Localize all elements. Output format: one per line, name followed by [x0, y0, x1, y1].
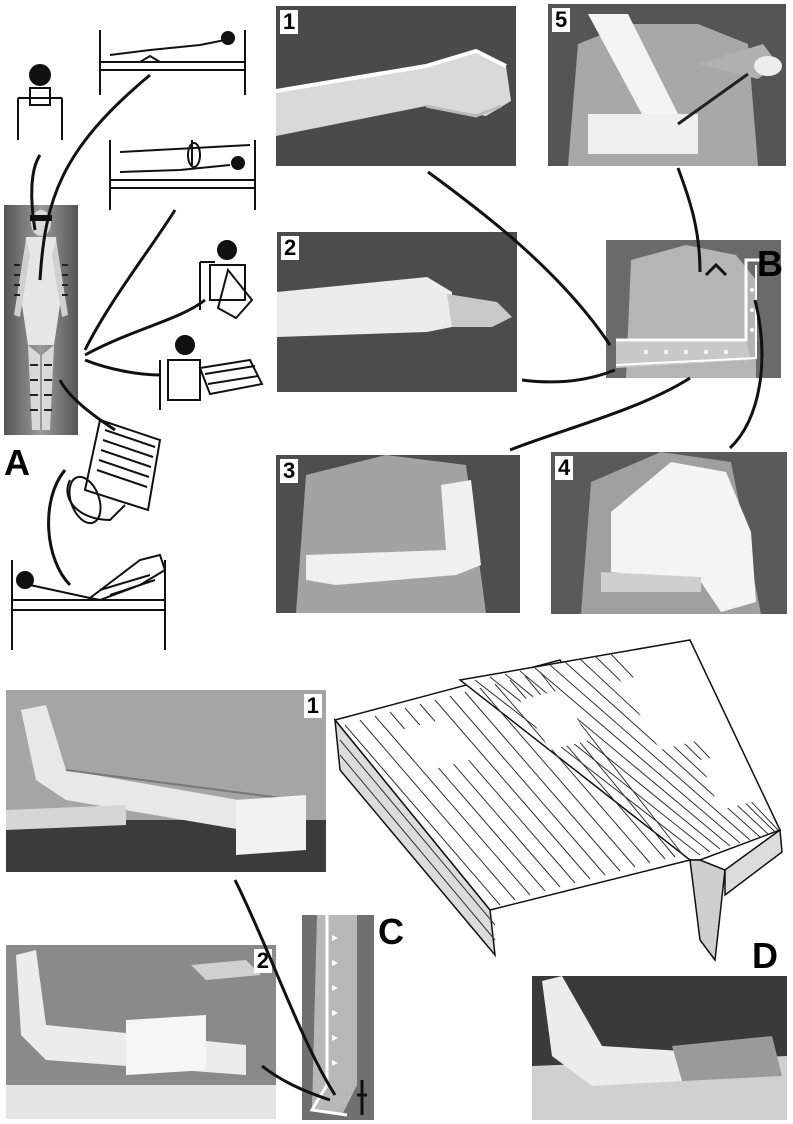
- photo-c2-leg-bandage: 2: [6, 945, 276, 1119]
- label-b: B: [757, 243, 783, 284]
- label-a: A: [4, 442, 30, 483]
- photo-d-leg-cast: [532, 976, 787, 1120]
- photo-b5-shoulder-sling: 5: [548, 4, 786, 166]
- arm-cast-figure-icon: [159, 335, 264, 410]
- bed-leg-splint-icon: [11, 553, 167, 650]
- label-d: D: [752, 935, 778, 976]
- arm-sling-figure-icon: [199, 240, 254, 320]
- photo-number-c1: 1: [303, 694, 322, 718]
- photo-b1-forearm-slab: 1: [276, 6, 516, 166]
- photo-body-whole: [4, 205, 78, 435]
- photo-b-torso-diagram: [606, 240, 781, 378]
- photo-number-b3: 3: [280, 459, 299, 483]
- photo-number-b5: 5: [552, 8, 571, 32]
- seated-figure-icon: [17, 64, 63, 140]
- photo-number-b2: 2: [281, 236, 300, 260]
- bed-traction-icon: [109, 140, 256, 210]
- bed-top-icon: [99, 30, 246, 95]
- photo-number-b4: 4: [555, 456, 574, 480]
- plaster-roll-icon: [66, 418, 162, 525]
- photo-number-b1: 1: [280, 10, 299, 34]
- photo-c-leg-diagram: [302, 915, 374, 1120]
- photo-b4-shoulder-spica: 4: [551, 452, 787, 614]
- label-c: C: [378, 911, 404, 952]
- photo-b2-palm-slab: 2: [277, 232, 517, 392]
- photo-c1-leg-slab: 1: [6, 690, 326, 872]
- photo-b3-long-arm-slab: 3: [276, 455, 520, 613]
